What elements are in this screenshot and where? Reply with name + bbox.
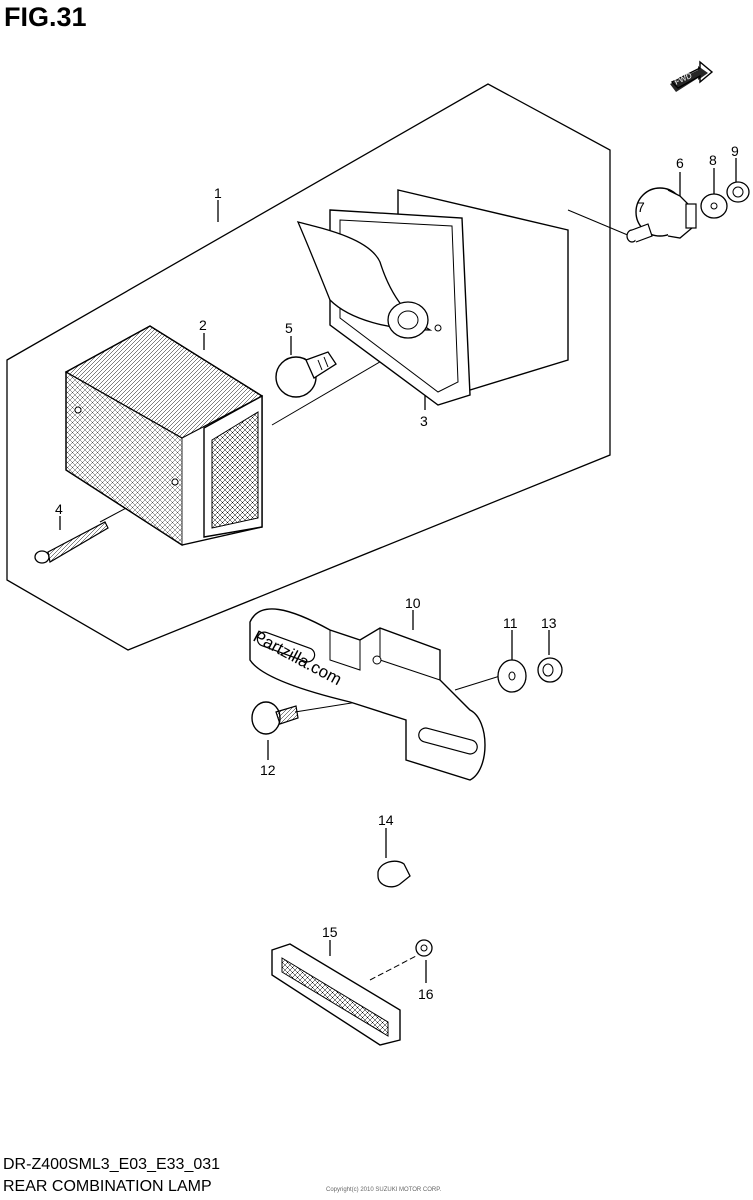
washer bbox=[497, 659, 527, 693]
fwd-arrow-icon: FWD bbox=[670, 60, 714, 92]
bulb bbox=[275, 351, 337, 398]
reflector bbox=[271, 943, 401, 1046]
figure-title: FIG.31 bbox=[4, 2, 87, 32]
callout-7: 7 bbox=[637, 199, 645, 215]
callout-12: 12 bbox=[260, 762, 276, 778]
nut bbox=[537, 657, 563, 683]
lens bbox=[64, 325, 264, 547]
callout-15: 15 bbox=[322, 924, 338, 940]
callout-13: 13 bbox=[541, 615, 557, 631]
callout-3: 3 bbox=[420, 413, 428, 429]
callout-11: 11 bbox=[503, 615, 518, 631]
copyright-notice: Copyright(c) 2010 SUZUKI MOTOR CORP. bbox=[326, 1187, 442, 1193]
callout-2: 2 bbox=[199, 317, 207, 333]
callout-5: 5 bbox=[285, 320, 293, 336]
assembly-outline bbox=[6, 83, 611, 651]
screw bbox=[415, 939, 433, 957]
lamp-housing bbox=[296, 189, 569, 406]
callout-8: 8 bbox=[709, 152, 717, 168]
screw bbox=[34, 521, 109, 564]
callout-6: 6 bbox=[676, 155, 684, 171]
callout-16: 16 bbox=[418, 986, 434, 1002]
callout-10: 10 bbox=[405, 595, 421, 611]
washer bbox=[700, 193, 728, 219]
callout-14: 14 bbox=[378, 812, 394, 828]
nut bbox=[726, 181, 750, 203]
callout-9: 9 bbox=[731, 143, 739, 159]
collar bbox=[626, 223, 653, 243]
model-code: DR-Z400SML3_E03_E33_031 bbox=[3, 1156, 221, 1173]
bolt bbox=[251, 701, 299, 735]
clip bbox=[377, 860, 411, 888]
callout-labels: 1 2 3 4 5 6 7 8 9 10 11 12 13 14 15 16 bbox=[55, 143, 739, 1002]
bracket bbox=[249, 608, 486, 781]
callout-4: 4 bbox=[55, 501, 63, 517]
callout-1: 1 bbox=[214, 185, 222, 201]
assembly-name: REAR COMBINATION LAMP bbox=[3, 1178, 212, 1195]
